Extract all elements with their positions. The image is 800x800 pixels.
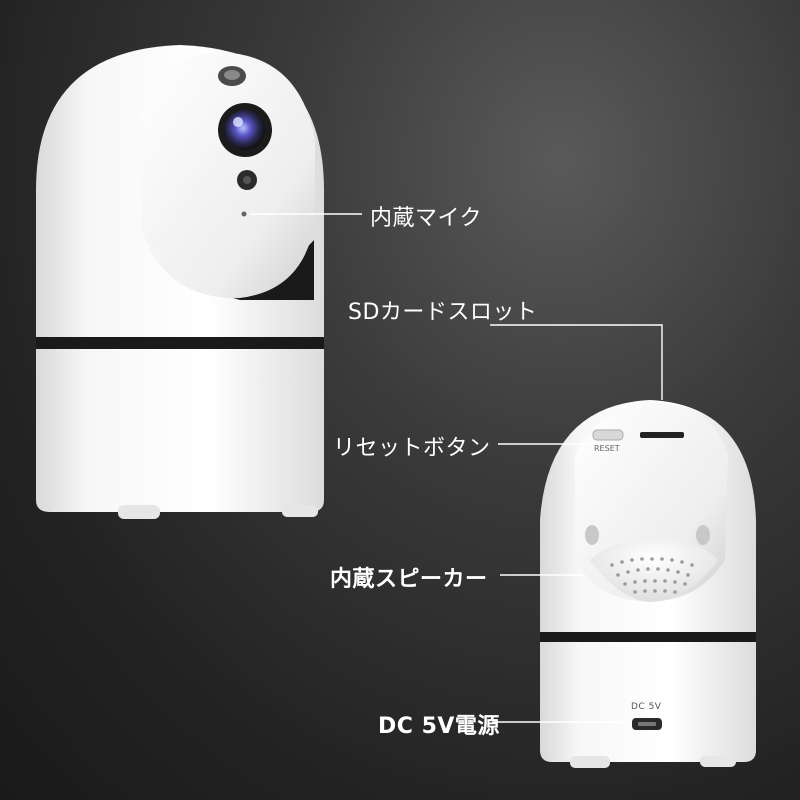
front-camera-head (140, 52, 315, 299)
dc-port-marking: DC 5V (631, 702, 662, 712)
sd-slot-callout-label: SDカードスロット (348, 300, 538, 325)
sd-callout-line (490, 324, 663, 400)
front-camera (36, 45, 324, 519)
speaker-grille (590, 538, 718, 602)
front-band (36, 337, 324, 349)
front-camera-base (36, 320, 324, 512)
rear-camera-base (540, 630, 756, 762)
reset-button-icon (592, 429, 624, 441)
power-callout-label: DC 5V電源 (378, 714, 500, 739)
speaker-callout-label: 内蔵スピーカー (330, 567, 488, 592)
mic-callout-label: 内蔵マイク (370, 206, 483, 231)
rear-band (540, 632, 756, 642)
reset-callout-label: リセットボタン (333, 436, 491, 461)
reset-port-marking: RESET (594, 444, 620, 453)
sd-slot-icon (640, 432, 684, 438)
rear-camera (540, 400, 756, 768)
speaker-holes (610, 557, 694, 594)
mic-hole-icon (241, 211, 247, 217)
callout-lines (250, 213, 663, 723)
